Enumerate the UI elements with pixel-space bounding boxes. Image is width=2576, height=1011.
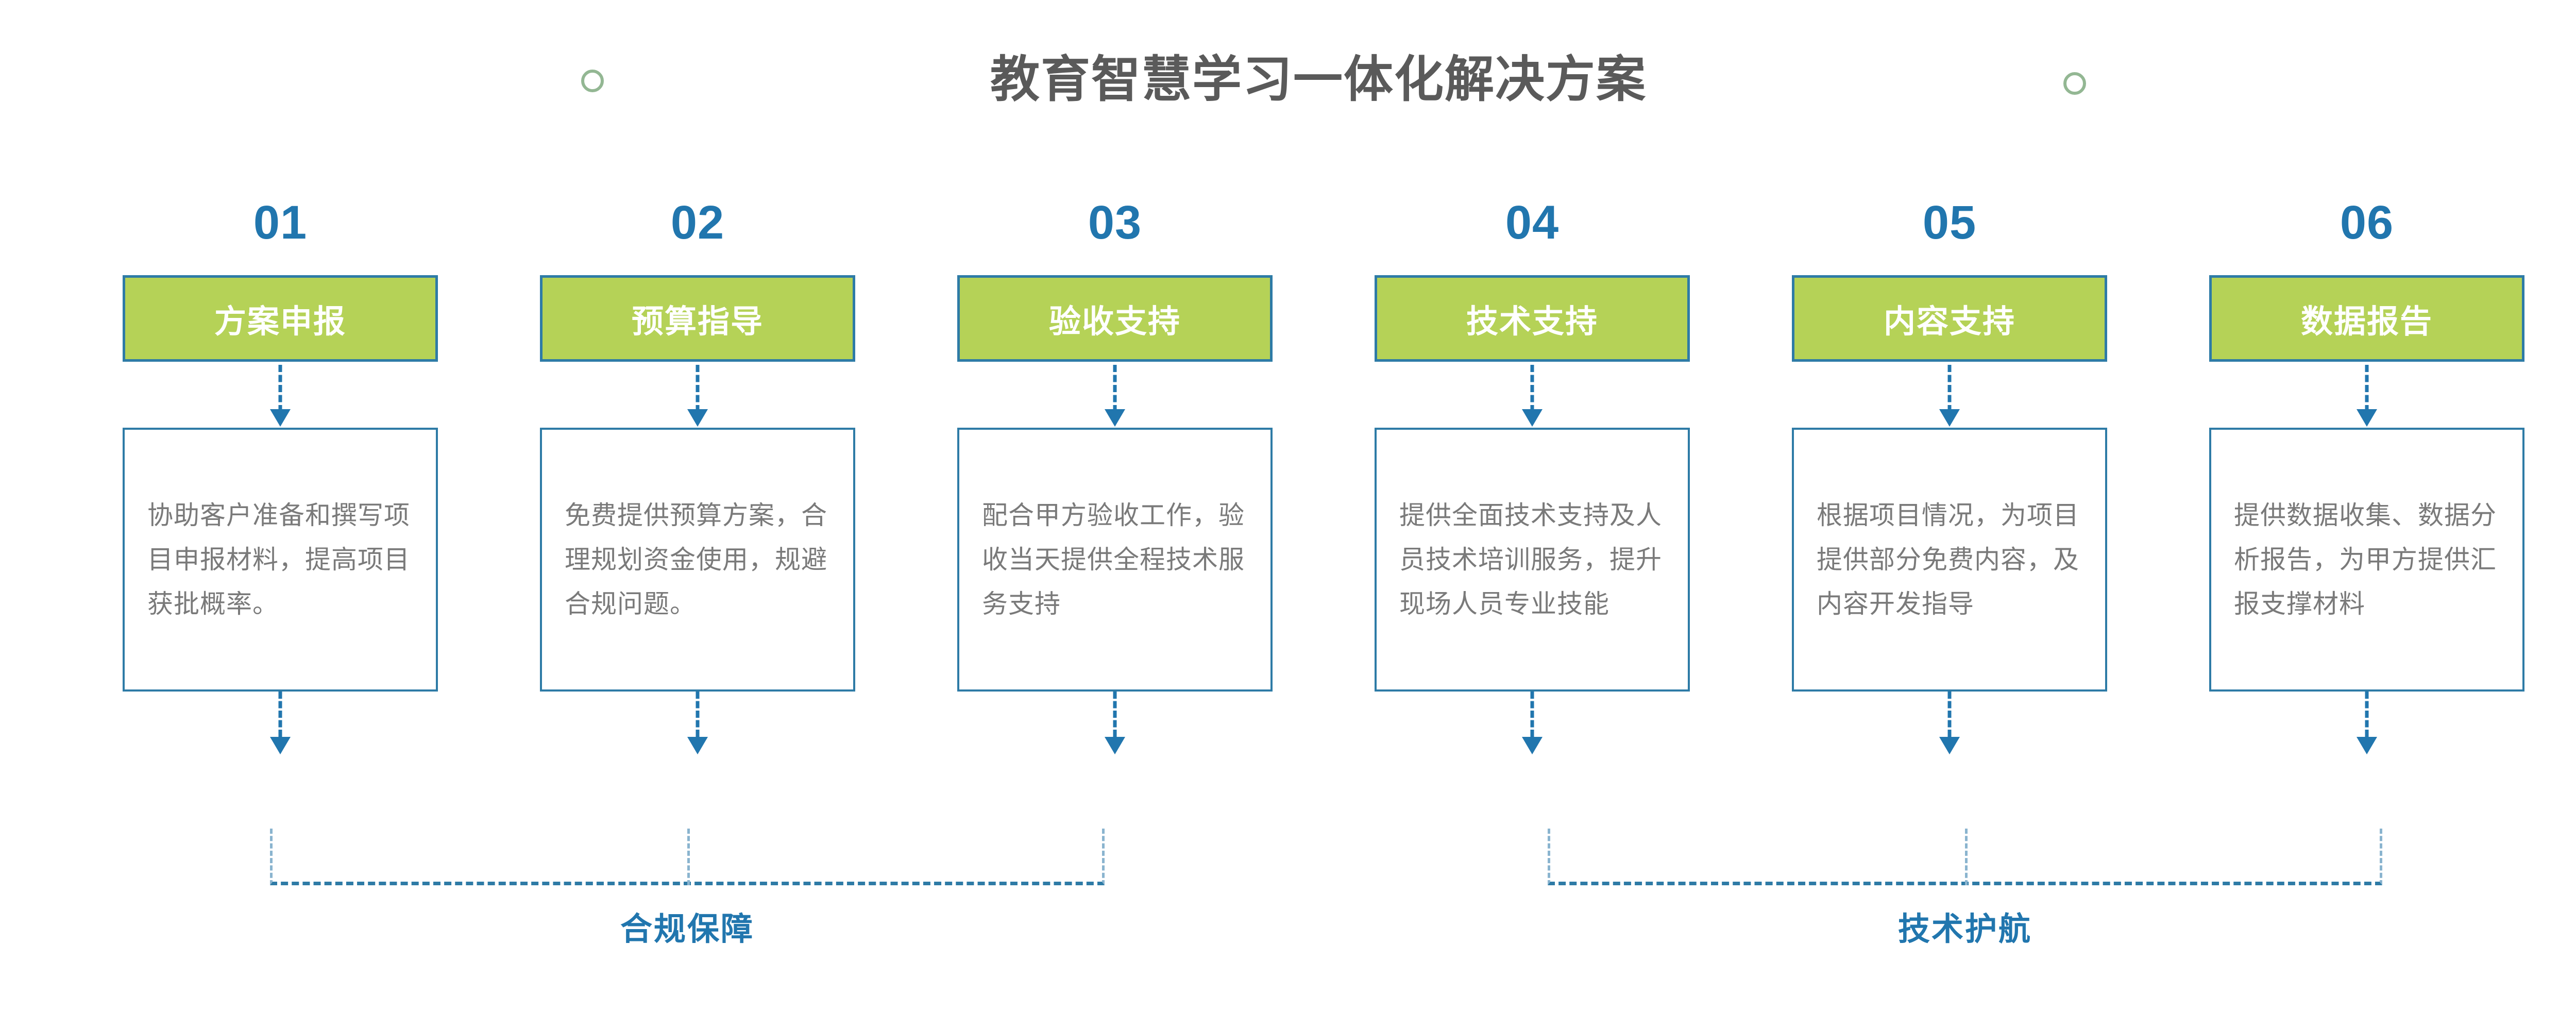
arrow-head	[1522, 409, 1543, 427]
step-column-4: 04 技术支持 提供全面技术支持及人员技术培训服务，提升现场人员专业技能	[1375, 196, 1690, 759]
arrow-down-to-group-icon	[1375, 692, 1690, 759]
arrow-head	[1939, 409, 1960, 427]
step-chip-label: 数据报告	[2300, 304, 2433, 340]
arrow-down-icon	[1792, 362, 2107, 428]
step-description-box: 协助客户准备和撰写项目申报材料，提高项目获批概率。	[123, 428, 438, 692]
step-description-box: 提供数据收集、数据分析报告，为甲方提供汇报支撑材料	[2209, 428, 2524, 692]
arrow-shaft	[696, 365, 700, 412]
step-chip-label: 验收支持	[1048, 304, 1181, 340]
step-chip[interactable]: 验收支持	[957, 275, 1273, 362]
arrow-down-to-group-icon	[123, 692, 438, 759]
arrow-shaft	[1947, 692, 1952, 737]
step-number: 03	[1088, 196, 1142, 249]
arrow-head	[2357, 409, 2377, 427]
group-label-1: 合规保障	[620, 912, 754, 947]
step-number: 02	[670, 196, 725, 249]
arrow-down-to-group-icon	[2209, 692, 2524, 759]
step-column-5: 05 内容支持 根据项目情况，为项目提供部分免费内容，及内容开发指导	[1792, 196, 2107, 759]
step-chip-label: 技术支持	[1466, 304, 1598, 340]
step-number: 01	[253, 196, 308, 249]
step-description-box: 提供全面技术支持及人员技术培训服务，提升现场人员专业技能	[1375, 428, 1690, 692]
arrow-shaft	[278, 365, 282, 412]
step-description-text: 协助客户准备和撰写项目申报材料，提高项目获批概率。	[147, 501, 410, 618]
arrow-head	[270, 737, 291, 754]
arrow-shaft	[1113, 692, 1117, 737]
arrow-shaft	[278, 692, 282, 737]
group-label-2: 技术护航	[1897, 912, 2032, 947]
arrow-down-to-group-icon	[957, 692, 1273, 759]
step-description-text: 配合甲方验收工作，验收当天提供全程技术服务支持	[982, 501, 1245, 618]
step-chip[interactable]: 数据报告	[2209, 275, 2524, 362]
group-bracket-2-middle-tick	[1965, 829, 1968, 885]
step-description-text: 提供数据收集、数据分析报告，为甲方提供汇报支撑材料	[2234, 501, 2497, 618]
arrow-head	[1939, 737, 1960, 754]
step-chip[interactable]: 方案申报	[123, 275, 438, 362]
step-number: 06	[2340, 196, 2394, 249]
group-bracket-1-middle-tick	[687, 829, 690, 885]
step-description-box: 根据项目情况，为项目提供部分免费内容，及内容开发指导	[1792, 428, 2107, 692]
arrow-head	[2357, 737, 2377, 754]
step-column-6: 06 数据报告 提供数据收集、数据分析报告，为甲方提供汇报支撑材料	[2209, 196, 2524, 759]
circle-outline-right-icon	[2063, 72, 2086, 95]
step-chip-label: 内容支持	[1883, 304, 2015, 340]
arrow-head	[1105, 737, 1125, 754]
step-chip-label: 预算指导	[631, 304, 764, 340]
step-description-box: 免费提供预算方案，合理规划资金使用，规避合规问题。	[540, 428, 855, 692]
arrow-down-to-group-icon	[1792, 692, 2107, 759]
arrow-down-icon	[540, 362, 855, 428]
step-description-box: 配合甲方验收工作，验收当天提供全程技术服务支持	[957, 428, 1273, 692]
step-description-text: 提供全面技术支持及人员技术培训服务，提升现场人员专业技能	[1399, 501, 1662, 618]
arrow-down-icon	[957, 362, 1273, 428]
arrow-head	[687, 737, 708, 754]
step-chip[interactable]: 技术支持	[1375, 275, 1690, 362]
step-column-2: 02 预算指导 免费提供预算方案，合理规划资金使用，规避合规问题。	[540, 196, 855, 759]
arrow-down-icon	[2209, 362, 2524, 428]
arrow-shaft	[2365, 365, 2369, 412]
arrow-shaft	[1113, 365, 1117, 412]
arrow-down-icon	[123, 362, 438, 428]
step-number: 05	[1922, 196, 1977, 249]
step-chip[interactable]: 内容支持	[1792, 275, 2107, 362]
step-description-text: 免费提供预算方案，合理规划资金使用，规避合规问题。	[565, 501, 827, 618]
arrow-shaft	[696, 692, 700, 737]
arrow-shaft	[1947, 365, 1952, 412]
arrow-head	[1522, 737, 1543, 754]
arrow-down-icon	[1375, 362, 1690, 428]
page-title: 教育智慧学习一体化解决方案	[990, 52, 1647, 107]
arrow-head	[270, 409, 291, 427]
step-description-text: 根据项目情况，为项目提供部分免费内容，及内容开发指导	[1817, 501, 2079, 618]
arrow-shaft	[2365, 692, 2369, 737]
arrow-head	[1105, 409, 1125, 427]
step-column-1: 01 方案申报 协助客户准备和撰写项目申报材料，提高项目获批概率。	[123, 196, 438, 759]
step-column-3: 03 验收支持 配合甲方验收工作，验收当天提供全程技术服务支持	[957, 196, 1273, 759]
arrow-head	[687, 409, 708, 427]
step-number: 04	[1505, 196, 1560, 249]
arrow-shaft	[1530, 365, 1534, 412]
title-row: 教育智慧学习一体化解决方案	[0, 46, 2576, 119]
arrow-down-to-group-icon	[540, 692, 855, 759]
circle-outline-left-icon	[581, 70, 604, 92]
steps-container: 01 方案申报 协助客户准备和撰写项目申报材料，提高项目获批概率。 02 预算指…	[0, 196, 2576, 773]
step-chip-label: 方案申报	[214, 304, 346, 340]
arrow-shaft	[1530, 692, 1534, 737]
step-chip[interactable]: 预算指导	[540, 275, 855, 362]
